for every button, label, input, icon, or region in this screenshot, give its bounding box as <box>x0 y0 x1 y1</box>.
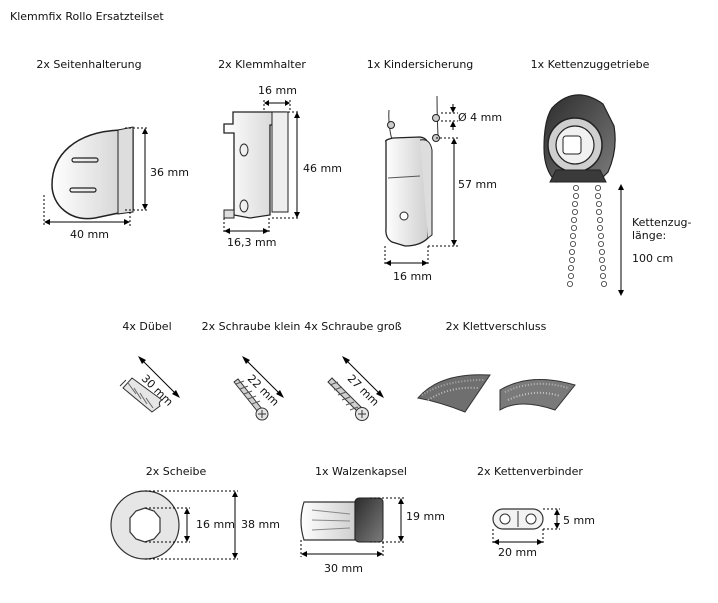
dim-kettenzug-label-2: länge: <box>632 229 667 242</box>
dim-kindersicherung-diameter: Ø 4 mm <box>458 111 503 124</box>
part-label-schraube-gross: 4x Schraube groß <box>304 320 402 333</box>
scheibe-drawing <box>110 490 238 560</box>
part-label-scheibe: 2x Scheibe <box>145 465 207 478</box>
dim-walzenkapsel-height: 19 mm <box>406 510 445 523</box>
duebel-drawing <box>119 356 180 413</box>
kettenverbinder-drawing <box>492 508 560 545</box>
schraube-klein-drawing <box>233 356 284 421</box>
part-label-kettenverbinder: 2x Kettenverbinder <box>477 465 583 478</box>
part-label-kettenzuggetriebe: 1x Kettenzuggetriebe <box>530 58 650 71</box>
klemmhalter-drawing <box>223 100 300 234</box>
dim-klemmhalter-width: 16,3 mm <box>227 236 277 249</box>
kindersicherung-drawing <box>384 95 458 266</box>
kettenzuggetriebe-drawing <box>543 94 624 296</box>
part-label-klettverschluss: 2x Klettverschluss <box>445 320 547 333</box>
dim-kettenverbinder-height: 5 mm <box>563 514 595 527</box>
dim-walzenkapsel-width: 30 mm <box>324 562 363 575</box>
part-label-seitenhalterung: 2x Seitenhalterung <box>36 58 142 71</box>
part-label-duebel: 4x Dübel <box>122 320 172 333</box>
klettverschluss-drawing <box>417 374 576 413</box>
dim-kindersicherung-width: 16 mm <box>393 270 432 283</box>
dim-scheibe-outer: 38 mm <box>241 518 280 531</box>
dim-scheibe-inner: 16 mm <box>196 518 235 531</box>
dim-klemmhalter-top: 16 mm <box>258 84 297 97</box>
dim-seitenhalterung-width: 40 mm <box>70 228 109 241</box>
part-label-kindersicherung: 1x Kindersicherung <box>366 58 474 71</box>
dim-kindersicherung-height: 57 mm <box>458 178 497 191</box>
schraube-gross-drawing <box>327 356 384 421</box>
dim-seitenhalterung-height: 36 mm <box>150 166 189 179</box>
walzenkapsel-drawing <box>300 497 404 557</box>
part-label-klemmhalter: 2x Klemmhalter <box>218 58 306 71</box>
dim-klemmhalter-height: 46 mm <box>303 162 342 175</box>
dim-kettenzug-label-1: Kettenzug- <box>632 216 692 229</box>
dim-kettenzug-length: 100 cm <box>632 252 674 265</box>
part-label-schraube-klein: 2x Schraube klein <box>201 320 301 333</box>
part-label-walzenkapsel: 1x Walzenkapsel <box>315 465 407 478</box>
page-title: Klemmfix Rollo Ersatzteilset <box>10 10 164 23</box>
seitenhalterung-drawing <box>43 126 148 226</box>
dim-kettenverbinder-width: 20 mm <box>498 546 537 559</box>
